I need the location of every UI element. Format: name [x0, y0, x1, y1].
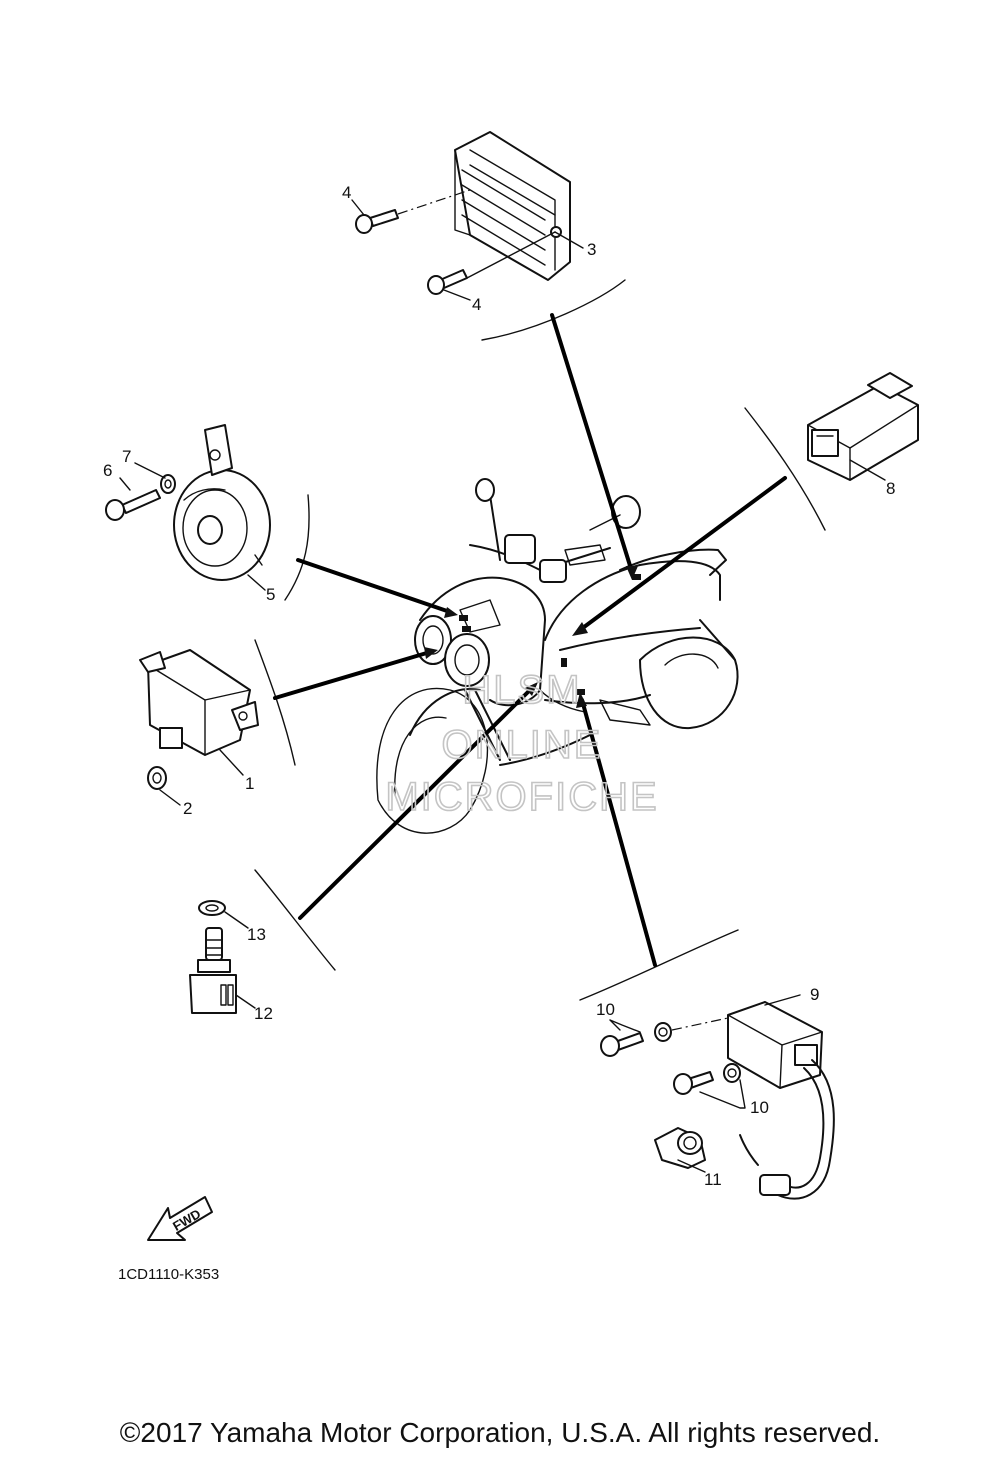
horn-icon: [173, 424, 271, 581]
bolt-icon: [600, 1032, 714, 1095]
bolt-icon: [355, 209, 468, 295]
callout-12: 12: [254, 1004, 273, 1023]
ignition-coil-icon: [727, 1001, 835, 1200]
callout-10-upper: 10: [596, 1000, 615, 1019]
callout-2: 2: [183, 799, 192, 818]
copyright-notice: ©2017 Yamaha Motor Corporation, U.S.A. A…: [120, 1417, 880, 1448]
rectifier-regulator-icon: [454, 131, 571, 281]
washer-icon: [654, 1022, 741, 1083]
diagram-code: 1CD1110-K353: [118, 1266, 219, 1283]
callout-11: 11: [704, 1170, 722, 1189]
callout-3: 3: [587, 240, 596, 259]
callout-4-lower: 4: [472, 295, 481, 314]
nut-icon: [147, 766, 167, 790]
spark-plug-cap-icon: [654, 1127, 706, 1169]
washer-icon: [160, 474, 176, 494]
callout-10-lower: 10: [750, 1098, 769, 1117]
callout-4-upper: 4: [342, 183, 351, 202]
cdi-unit-icon: [139, 649, 259, 756]
scooter-outline-icon: [376, 478, 739, 834]
callout-1: 1: [245, 774, 254, 793]
washer-icon: [198, 900, 226, 916]
callout-13: 13: [247, 925, 266, 944]
forward-arrow-icon: FWD: [147, 1196, 213, 1241]
relay-icon: [807, 372, 919, 481]
leader-lines: [254, 279, 826, 1001]
callout-6: 6: [103, 461, 112, 480]
watermark-line-3: MICROFICHE: [385, 775, 658, 819]
watermark-line-1: HLSM: [462, 668, 581, 712]
watermark-line-2: ONLINE: [442, 723, 603, 767]
callout-8: 8: [886, 479, 895, 498]
callout-7: 7: [122, 447, 131, 466]
bolt-icon: [105, 489, 161, 521]
callout-5: 5: [266, 585, 275, 604]
watermark: HLSM ONLINE MICROFICHE: [385, 667, 658, 820]
brake-switch-icon: [189, 927, 237, 1014]
callout-9: 9: [810, 985, 819, 1004]
